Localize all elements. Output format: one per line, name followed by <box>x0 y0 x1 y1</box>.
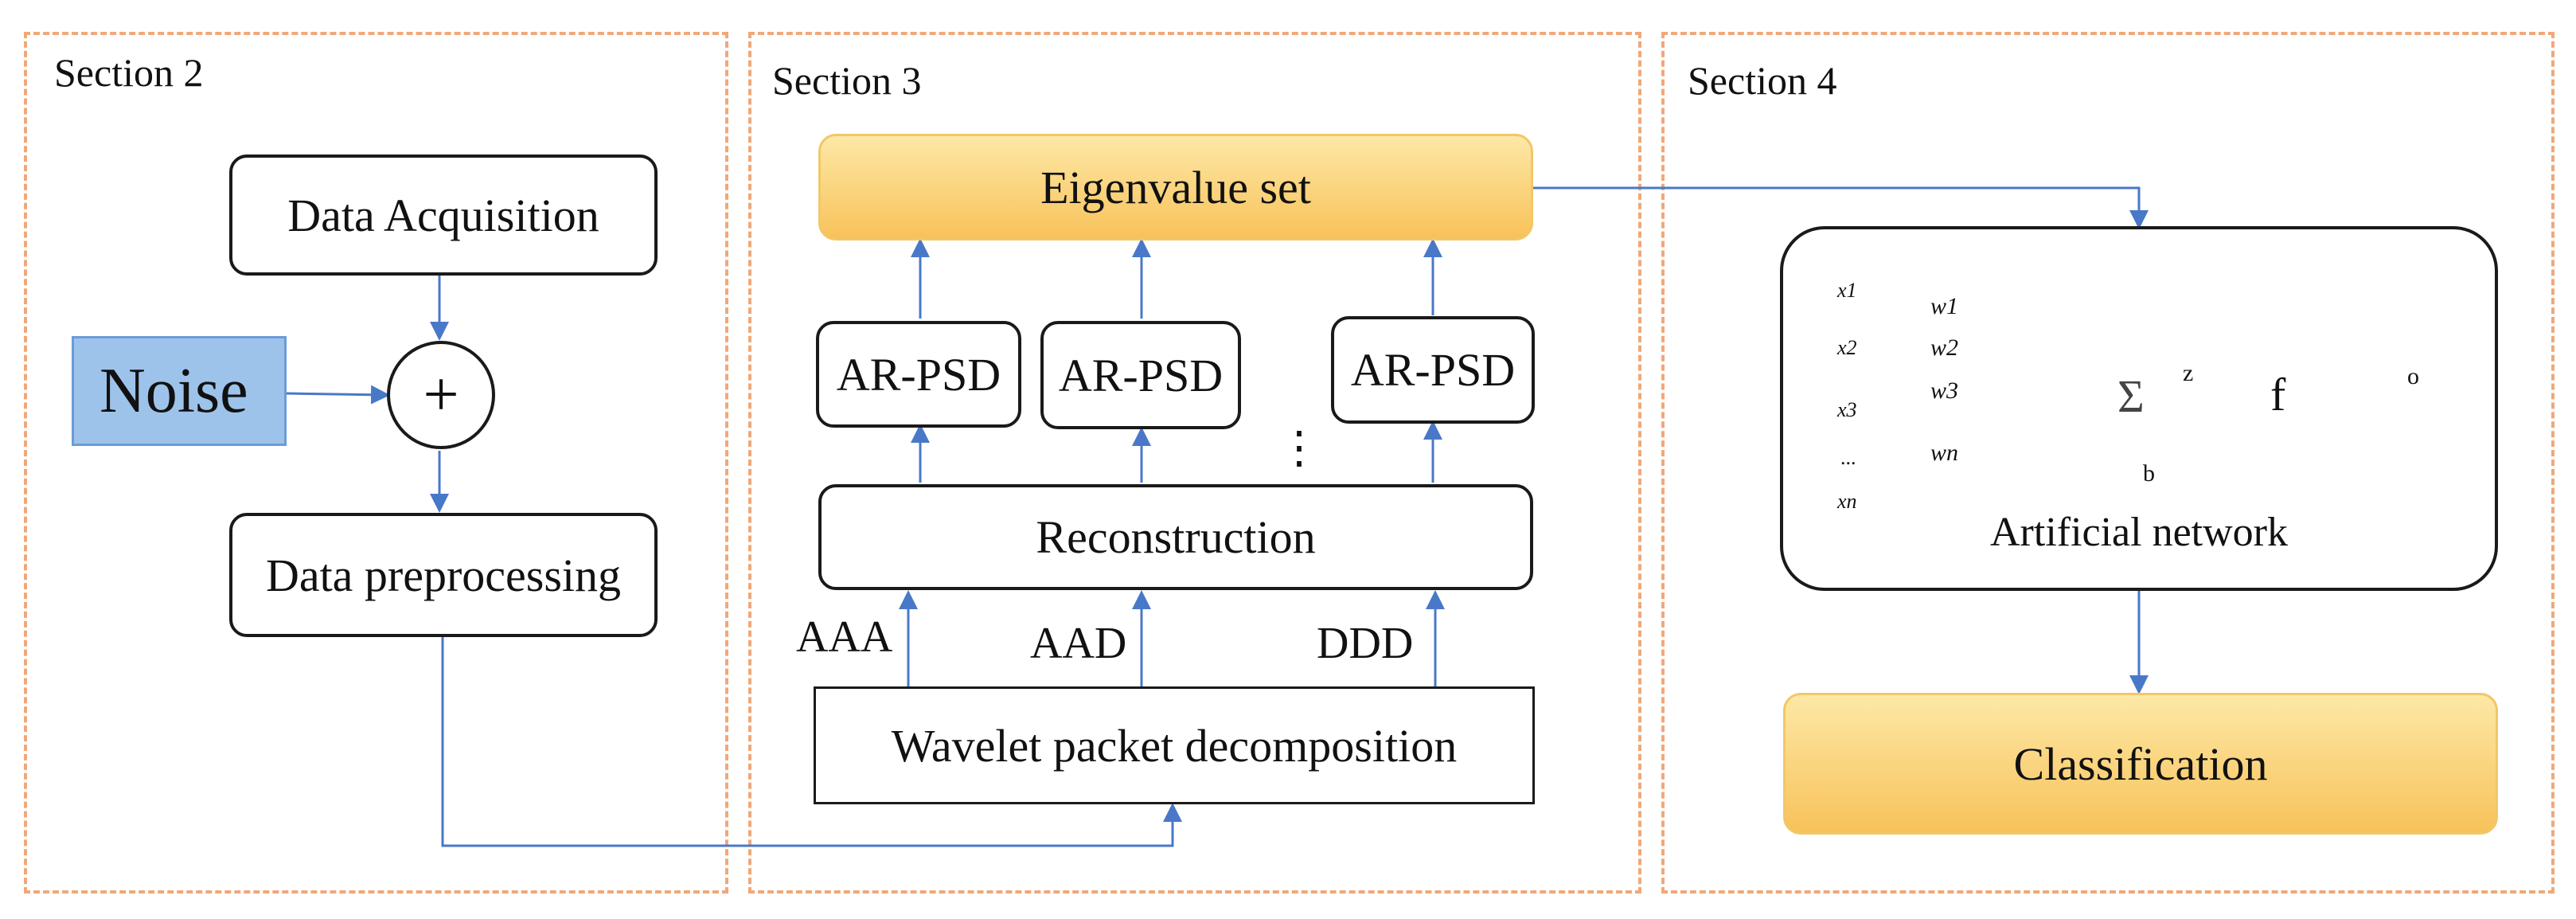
band-label-ddd: DDD <box>1317 619 1414 668</box>
weight-label-2: w2 <box>1930 334 1959 361</box>
output-o-label: o <box>2407 363 2419 389</box>
reconstruction-box: Reconstruction <box>818 484 1533 590</box>
arrow-preproc-to-wpd <box>441 637 1182 847</box>
section-3-title: Section 3 <box>772 58 922 103</box>
input-label-n: xn <box>1837 490 1857 513</box>
weight-label-3: w3 <box>1930 377 1959 404</box>
arrow-noise-to-sum <box>286 385 390 405</box>
data-acquisition-box: Data Acquisition <box>229 154 658 276</box>
section-4-title: Section 4 <box>1688 58 1837 103</box>
eigenvalue-set-box: Eigenvalue set <box>818 134 1533 241</box>
section-2-title: Section 2 <box>54 50 204 95</box>
sum-junction: + <box>387 341 495 449</box>
ellipsis-dots: ⋮ <box>1277 424 1321 473</box>
data-preprocessing-box: Data preprocessing <box>229 513 658 637</box>
artificial-network-caption: Artificial network <box>1990 510 2288 555</box>
input-ellipsis: ... <box>1840 446 1856 469</box>
ar-psd-box-3: AR-PSD <box>1331 316 1535 424</box>
weight-label-1: w1 <box>1930 293 1959 319</box>
ar-psd-box-2: AR-PSD <box>1040 321 1241 429</box>
noise-box: Noise <box>72 336 287 446</box>
section-3-panel <box>748 32 1641 894</box>
section-2-panel <box>24 32 728 894</box>
z-label: z <box>2183 360 2194 386</box>
arrow-eigen-to-network <box>1533 186 2149 229</box>
input-label-1: x1 <box>1837 279 1857 302</box>
sigma-symbol: Σ <box>2117 370 2145 422</box>
input-label-2: x2 <box>1837 336 1857 359</box>
activation-f-label: f <box>2270 369 2286 420</box>
bias-b-label: b <box>2143 460 2155 487</box>
band-label-aad: AAD <box>1030 619 1127 668</box>
ar-psd-box-1: AR-PSD <box>816 321 1021 428</box>
weight-label-n: wn <box>1930 440 1959 466</box>
wavelet-packet-decomposition-box: Wavelet packet decomposition <box>814 686 1535 804</box>
band-label-aaa: AAA <box>796 612 893 662</box>
input-label-3: x3 <box>1837 398 1857 421</box>
section-4-panel <box>1661 32 2555 894</box>
artificial-network-panel: Artificial network <box>1780 226 2498 591</box>
classification-box: Classification <box>1783 693 2498 835</box>
